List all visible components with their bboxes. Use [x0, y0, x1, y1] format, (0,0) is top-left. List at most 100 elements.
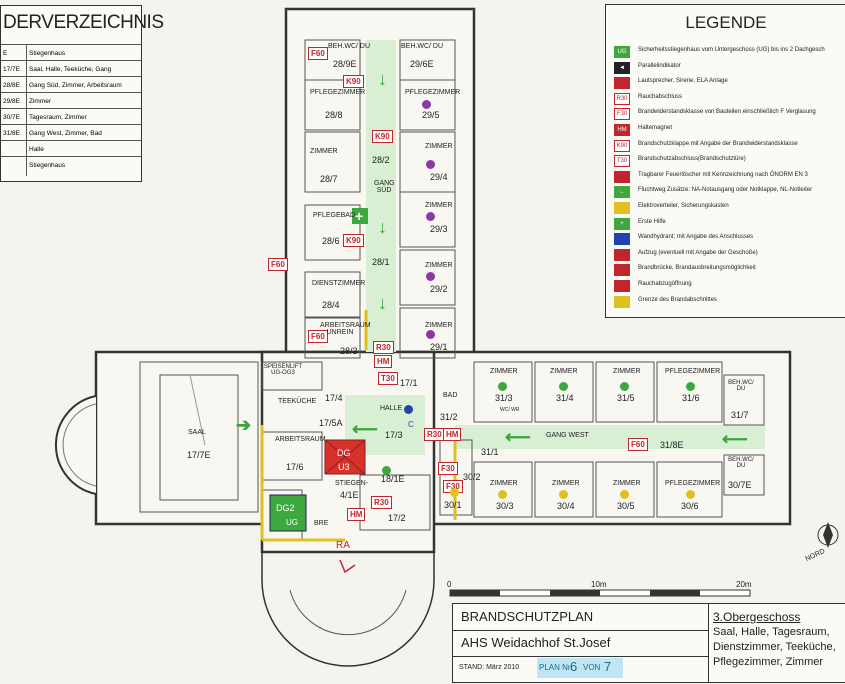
- room-number: 29/2: [430, 284, 448, 294]
- legend-text: Rauchabzugöffnung: [638, 281, 692, 287]
- room-number: 17/4: [325, 393, 343, 403]
- room-name: ZIMMER: [310, 148, 338, 155]
- legend-symbol-icon: [614, 248, 630, 261]
- smoke-detector-icon: [426, 272, 435, 281]
- room-number: 17/1: [400, 378, 418, 388]
- legend-item: Grenze des Brandabschnittes: [606, 295, 845, 309]
- tag-f60: F60: [628, 438, 648, 451]
- legend-item: ←Fluchtweg Zusätze: NA-Notausgang oder N…: [606, 185, 845, 199]
- smoke-detector-icon: [498, 382, 507, 391]
- room-number: 17/3: [385, 430, 403, 440]
- room-number: 29/3: [430, 224, 448, 234]
- room-number: UG: [286, 518, 298, 527]
- legend-text: Sicherheitsstiegenhaus vom Untergeschoss…: [638, 47, 825, 53]
- smoke-detector-icon: [620, 490, 629, 499]
- room-number: 31/6: [682, 393, 700, 403]
- legend-text: Erste Hilfe: [638, 218, 666, 225]
- room-name: ZIMMER: [425, 143, 453, 150]
- legend-text: Brandbrücke, Brandausbreitungsmöglichkei…: [638, 265, 756, 272]
- plan-label: PLAN Nr.: [539, 663, 573, 672]
- scale-max: 20m: [736, 580, 752, 589]
- room-number: 4/1E: [340, 490, 359, 500]
- school-name: AHS Weidachhof St.Josef: [461, 635, 611, 650]
- legend-symbol-icon: [614, 280, 630, 292]
- tag-k90: K90: [372, 130, 393, 143]
- smoke-detector-icon: [498, 490, 507, 499]
- room-number: 30/1: [444, 500, 462, 510]
- room-number: 31/1: [481, 447, 499, 457]
- legend-text: Tragbarer Feuerlöscher mit Kennzeichnung…: [638, 171, 808, 178]
- room-number: 30/7E: [728, 480, 752, 490]
- index-row: Halle: [1, 140, 141, 157]
- title-block: BRANDSCHUTZPLAN AHS Weidachhof St.Josef …: [452, 603, 710, 683]
- legend-symbol-icon: [614, 202, 630, 214]
- scale-zero: 0: [447, 580, 452, 589]
- room-name: ARBEITSRAUM: [275, 436, 326, 443]
- room-number: 30/5: [617, 501, 635, 511]
- room-number: 29/6E: [410, 59, 434, 69]
- room-number: 28/1: [372, 257, 390, 267]
- legend-text: Elektroverteiler, Sicherungskasten: [638, 203, 729, 209]
- room-number: 18/1E: [381, 474, 405, 484]
- escape-route-arrow-icon: ↓: [378, 69, 387, 89]
- room-number: 28/6: [322, 236, 340, 246]
- escape-route-arrow-icon: ⟵: [722, 429, 748, 449]
- legend-symbol-icon: [614, 170, 630, 183]
- room-number: 30/2: [463, 472, 481, 482]
- legend-item: Rauchabzugöffnung: [606, 279, 845, 293]
- scale-mid: 10m: [591, 580, 607, 589]
- room-name: BEH.WC/ DU: [728, 380, 754, 392]
- legend-text: Brandwiderstandsklasse von Bauteilen ein…: [638, 109, 816, 116]
- room-number: U3: [338, 462, 350, 472]
- tag-f60: F60: [308, 47, 328, 60]
- smoke-detector-icon: [450, 488, 459, 497]
- legend-symbol-icon: [614, 77, 630, 90]
- legend-symbol-icon: +: [614, 217, 630, 230]
- tag-f60: F60: [268, 258, 288, 271]
- tag-r30: R30: [373, 341, 394, 354]
- room-name: DIENSTZIMMER: [312, 280, 366, 287]
- room-name: PFLEGEBAD: [313, 212, 356, 219]
- room-name: ZIMMER: [613, 480, 641, 487]
- smoke-detector-icon: [620, 382, 629, 391]
- room-name: PFLEGEZIMMER: [310, 89, 366, 96]
- room-name: ARBEITSRAUM UNREIN: [320, 322, 371, 336]
- legend-item: Tragbarer Feuerlöscher mit Kennzeichnung…: [606, 170, 845, 184]
- legend-text: Lautsprecher, Sirene, ELA Anlage: [638, 78, 728, 85]
- tag-r30: R30: [371, 496, 392, 509]
- room-number: 28/8: [325, 110, 343, 120]
- legend-symbol-icon: [614, 264, 630, 277]
- legend-item: Elektroverteiler, Sicherungskasten: [606, 201, 845, 215]
- legend-text: Parallelindikator: [638, 62, 681, 69]
- room-name: BEH.WC/ DU: [728, 457, 754, 469]
- room-number: 28/4: [322, 300, 340, 310]
- tag-hm: HM: [374, 355, 393, 368]
- room-name: ZIMMER: [613, 368, 641, 375]
- room-name: DG2: [276, 503, 295, 513]
- room-number: 29/5: [422, 110, 440, 120]
- legend-symbol-icon: HM: [614, 124, 630, 136]
- legend-symbol-icon: T30: [614, 155, 630, 168]
- room-number: 17/6: [286, 462, 304, 472]
- room-number: 29/1: [430, 342, 448, 352]
- plan-number-box: PLAN Nr. 6 VON 7: [537, 658, 623, 678]
- hydrant-label: C: [408, 420, 414, 429]
- room-number: 17/5A: [319, 418, 343, 428]
- escape-route-arrow-icon: ⟵: [505, 427, 531, 447]
- legend-symbol-icon: [614, 233, 630, 246]
- room-name: STIEGEN-: [335, 480, 369, 487]
- room-name: ZIMMER: [552, 480, 580, 487]
- room-name: BEH.WC/ DU: [328, 43, 370, 50]
- room-name: ZIMMER: [490, 480, 518, 487]
- smoke-detector-icon: [559, 382, 568, 391]
